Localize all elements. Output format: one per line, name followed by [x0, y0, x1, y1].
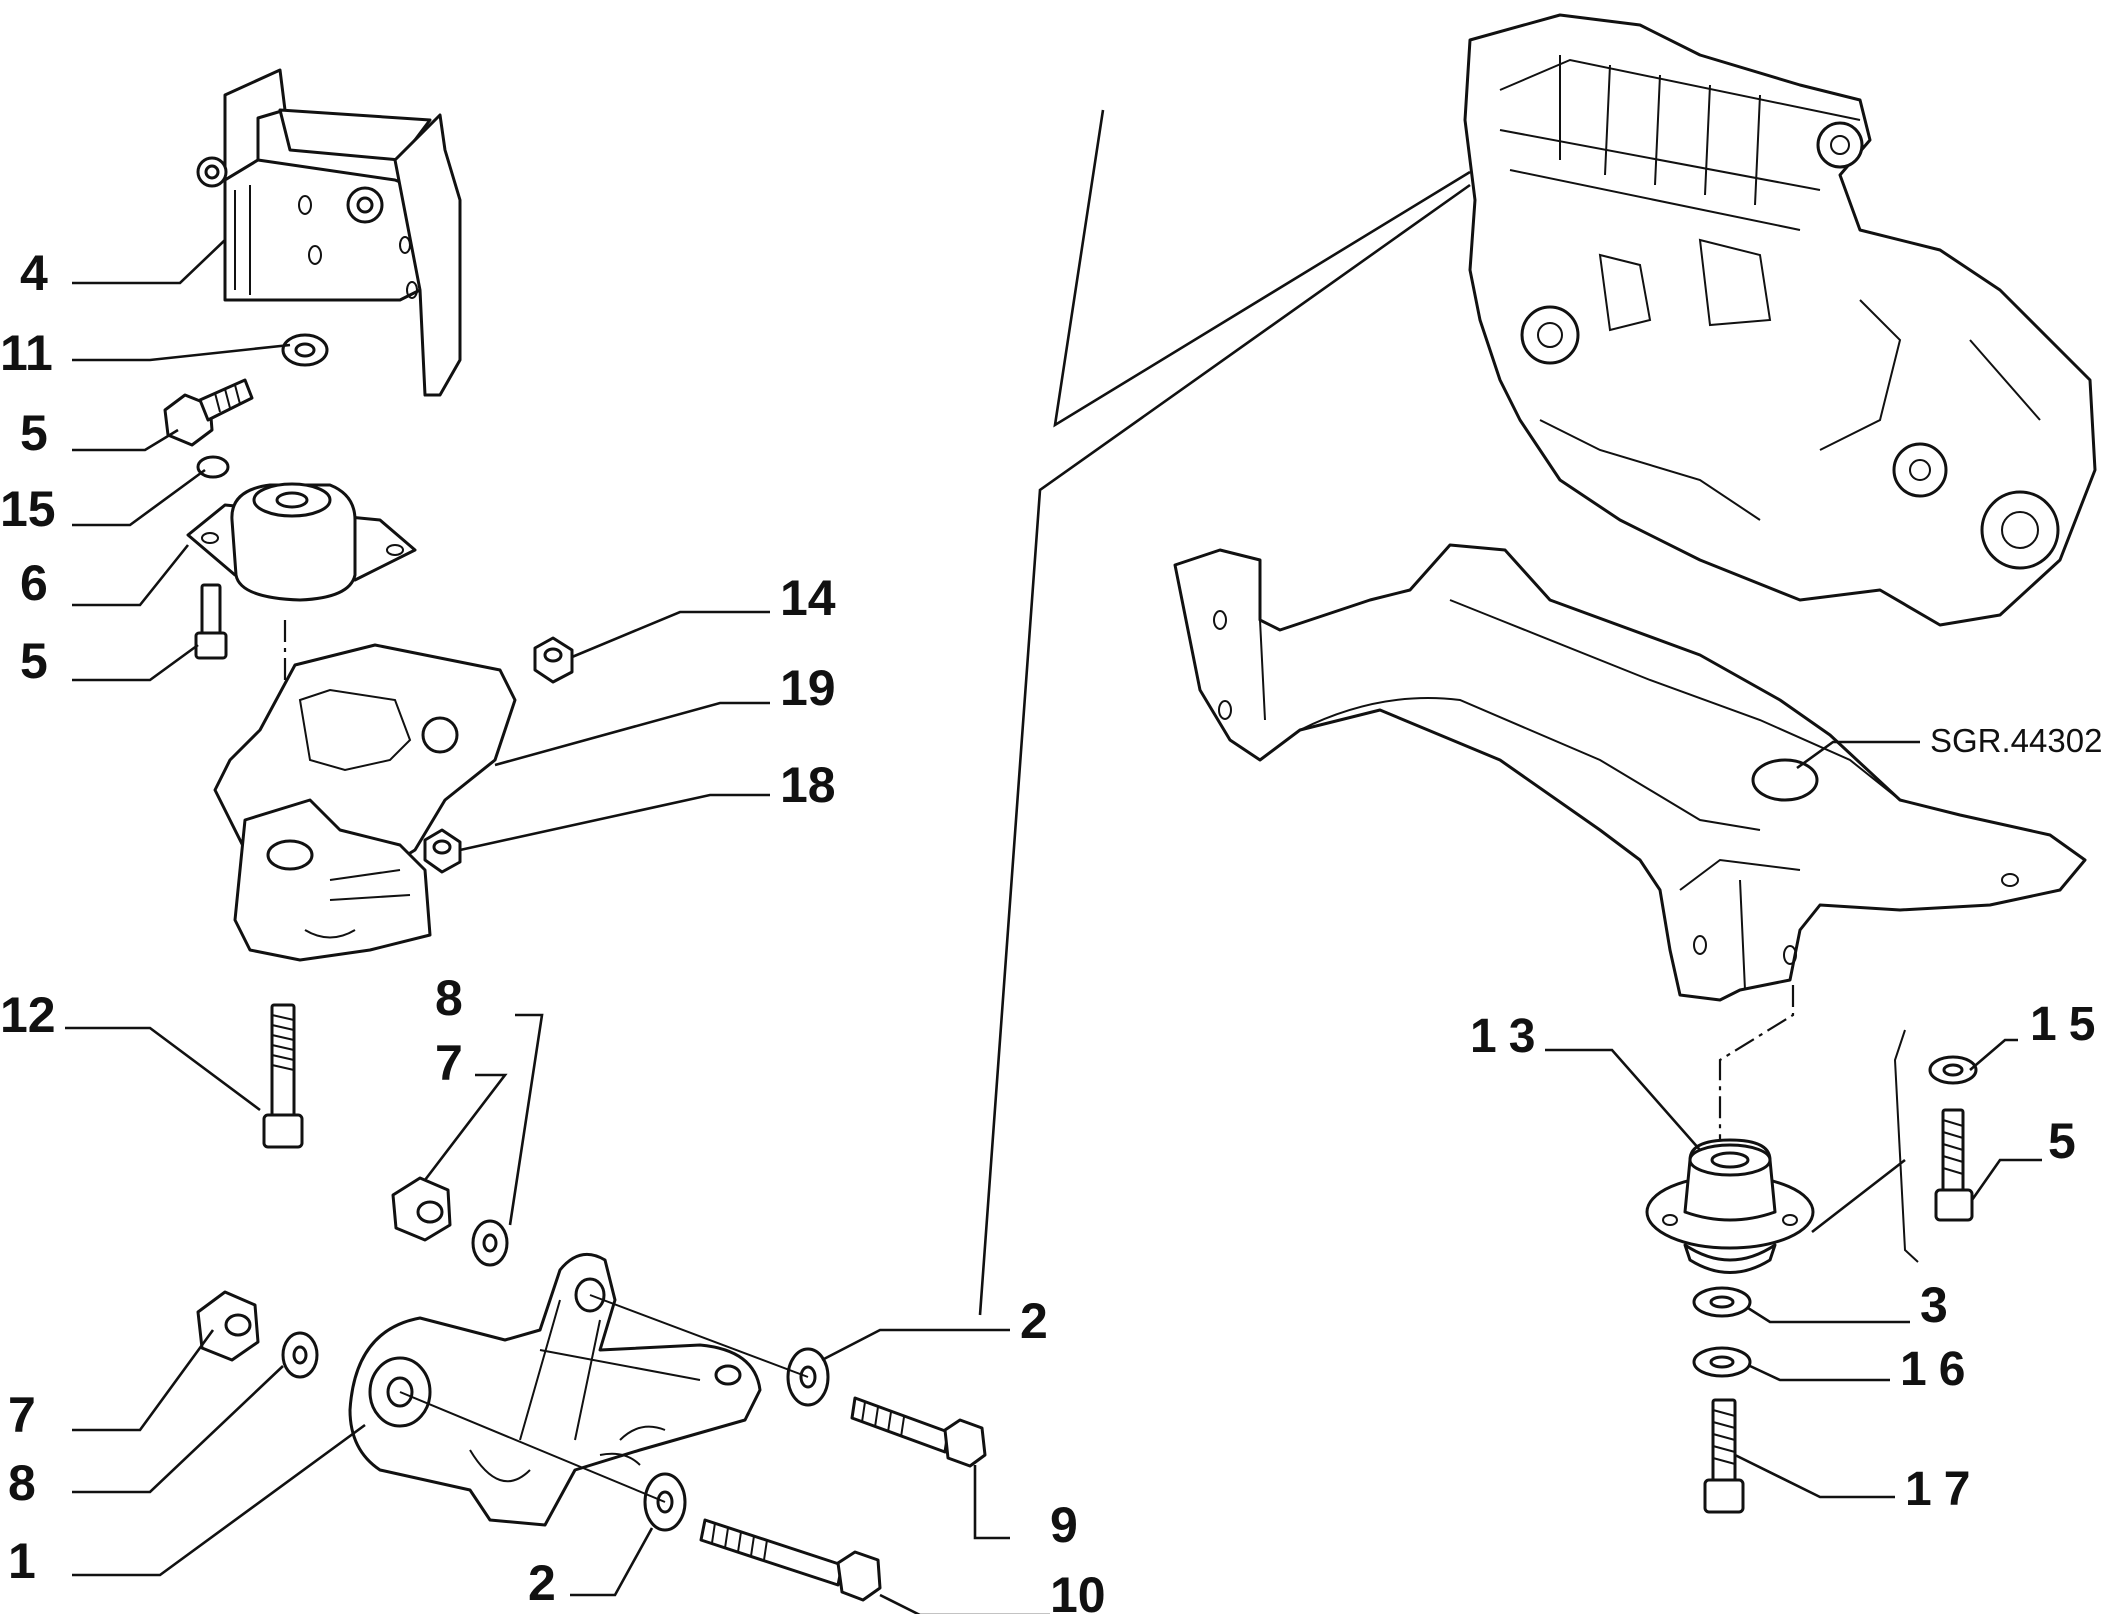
nut-part-7-upper: [391, 1176, 452, 1242]
callout-8-upper: 8: [435, 970, 463, 1026]
callout-17: 17: [1905, 1463, 1982, 1516]
callout-2-upper: 2: [1020, 1293, 1048, 1349]
nut-part-7-lower: [196, 1290, 260, 1362]
callout-7-upper: 7: [435, 1035, 463, 1091]
washer-part-15: [196, 455, 230, 479]
leader-lines: [65, 239, 2042, 1614]
callout-19: 19: [780, 660, 836, 716]
bolt-part-5-middle: [194, 583, 228, 660]
nut-part-18: [423, 828, 462, 874]
callout-15-left: 15: [0, 481, 56, 537]
washer-part-15-right: [1928, 1055, 1978, 1085]
upper-bracket-part-4: [196, 68, 462, 397]
reference-code: SGR.44302: [1930, 722, 2102, 759]
callout-labels-left: 4 11 5 15 6 5 14 19 18 12 8 7 7 8 1 2 9 …: [0, 245, 1106, 1614]
callout-13: 13: [1470, 1010, 1547, 1063]
callout-5-upper: 5: [20, 405, 48, 461]
callout-9: 9: [1050, 1497, 1078, 1553]
callout-labels-right: 13 15 5 3 16 17: [1470, 998, 2105, 1516]
callout-2-lower: 2: [528, 1555, 556, 1611]
callout-14: 14: [780, 570, 836, 626]
washer-part-3: [1692, 1286, 1752, 1318]
washer-part-11: [281, 333, 329, 367]
callout-7-lower: 7: [8, 1387, 36, 1443]
callout-18: 18: [780, 757, 836, 813]
callout-11: 11: [0, 325, 53, 381]
callout-16: 16: [1900, 1343, 1977, 1396]
bolt-part-17: [1703, 1398, 1745, 1514]
callout-3: 3: [1920, 1277, 1948, 1333]
bolt-part-5-right: [1934, 1108, 1974, 1222]
rubber-mount-part-13: [1645, 1138, 1815, 1274]
front-subframe-crossmember: [1173, 543, 2087, 1002]
bolt-part-9: [850, 1396, 987, 1468]
callout-4: 4: [20, 245, 48, 301]
callout-5-middle: 5: [20, 633, 48, 689]
rubber-mount-part-6: [186, 482, 417, 602]
callout-1: 1: [8, 1533, 36, 1589]
callout-10: 10: [1050, 1567, 1106, 1614]
nut-part-14: [533, 636, 574, 684]
callout-5-right: 5: [2048, 1113, 2076, 1169]
callout-6: 6: [20, 555, 48, 611]
washer-part-16: [1692, 1346, 1752, 1378]
washer-part-8-upper: [471, 1219, 509, 1267]
engine-support-part-19: [213, 643, 517, 962]
bolt-part-5-upper: [163, 378, 254, 447]
washer-part-8-lower: [281, 1331, 319, 1379]
divider-lines: [978, 109, 1471, 1316]
callout-12: 12: [0, 987, 56, 1043]
engine-gearbox-assembly: [1463, 13, 2097, 627]
callout-15-right: 15: [2030, 998, 2105, 1051]
bolt-part-12: [262, 1003, 304, 1149]
bolt-part-10: [699, 1518, 882, 1602]
lower-link-bracket-part-1: [348, 1252, 762, 1527]
callout-8-lower: 8: [8, 1455, 36, 1511]
